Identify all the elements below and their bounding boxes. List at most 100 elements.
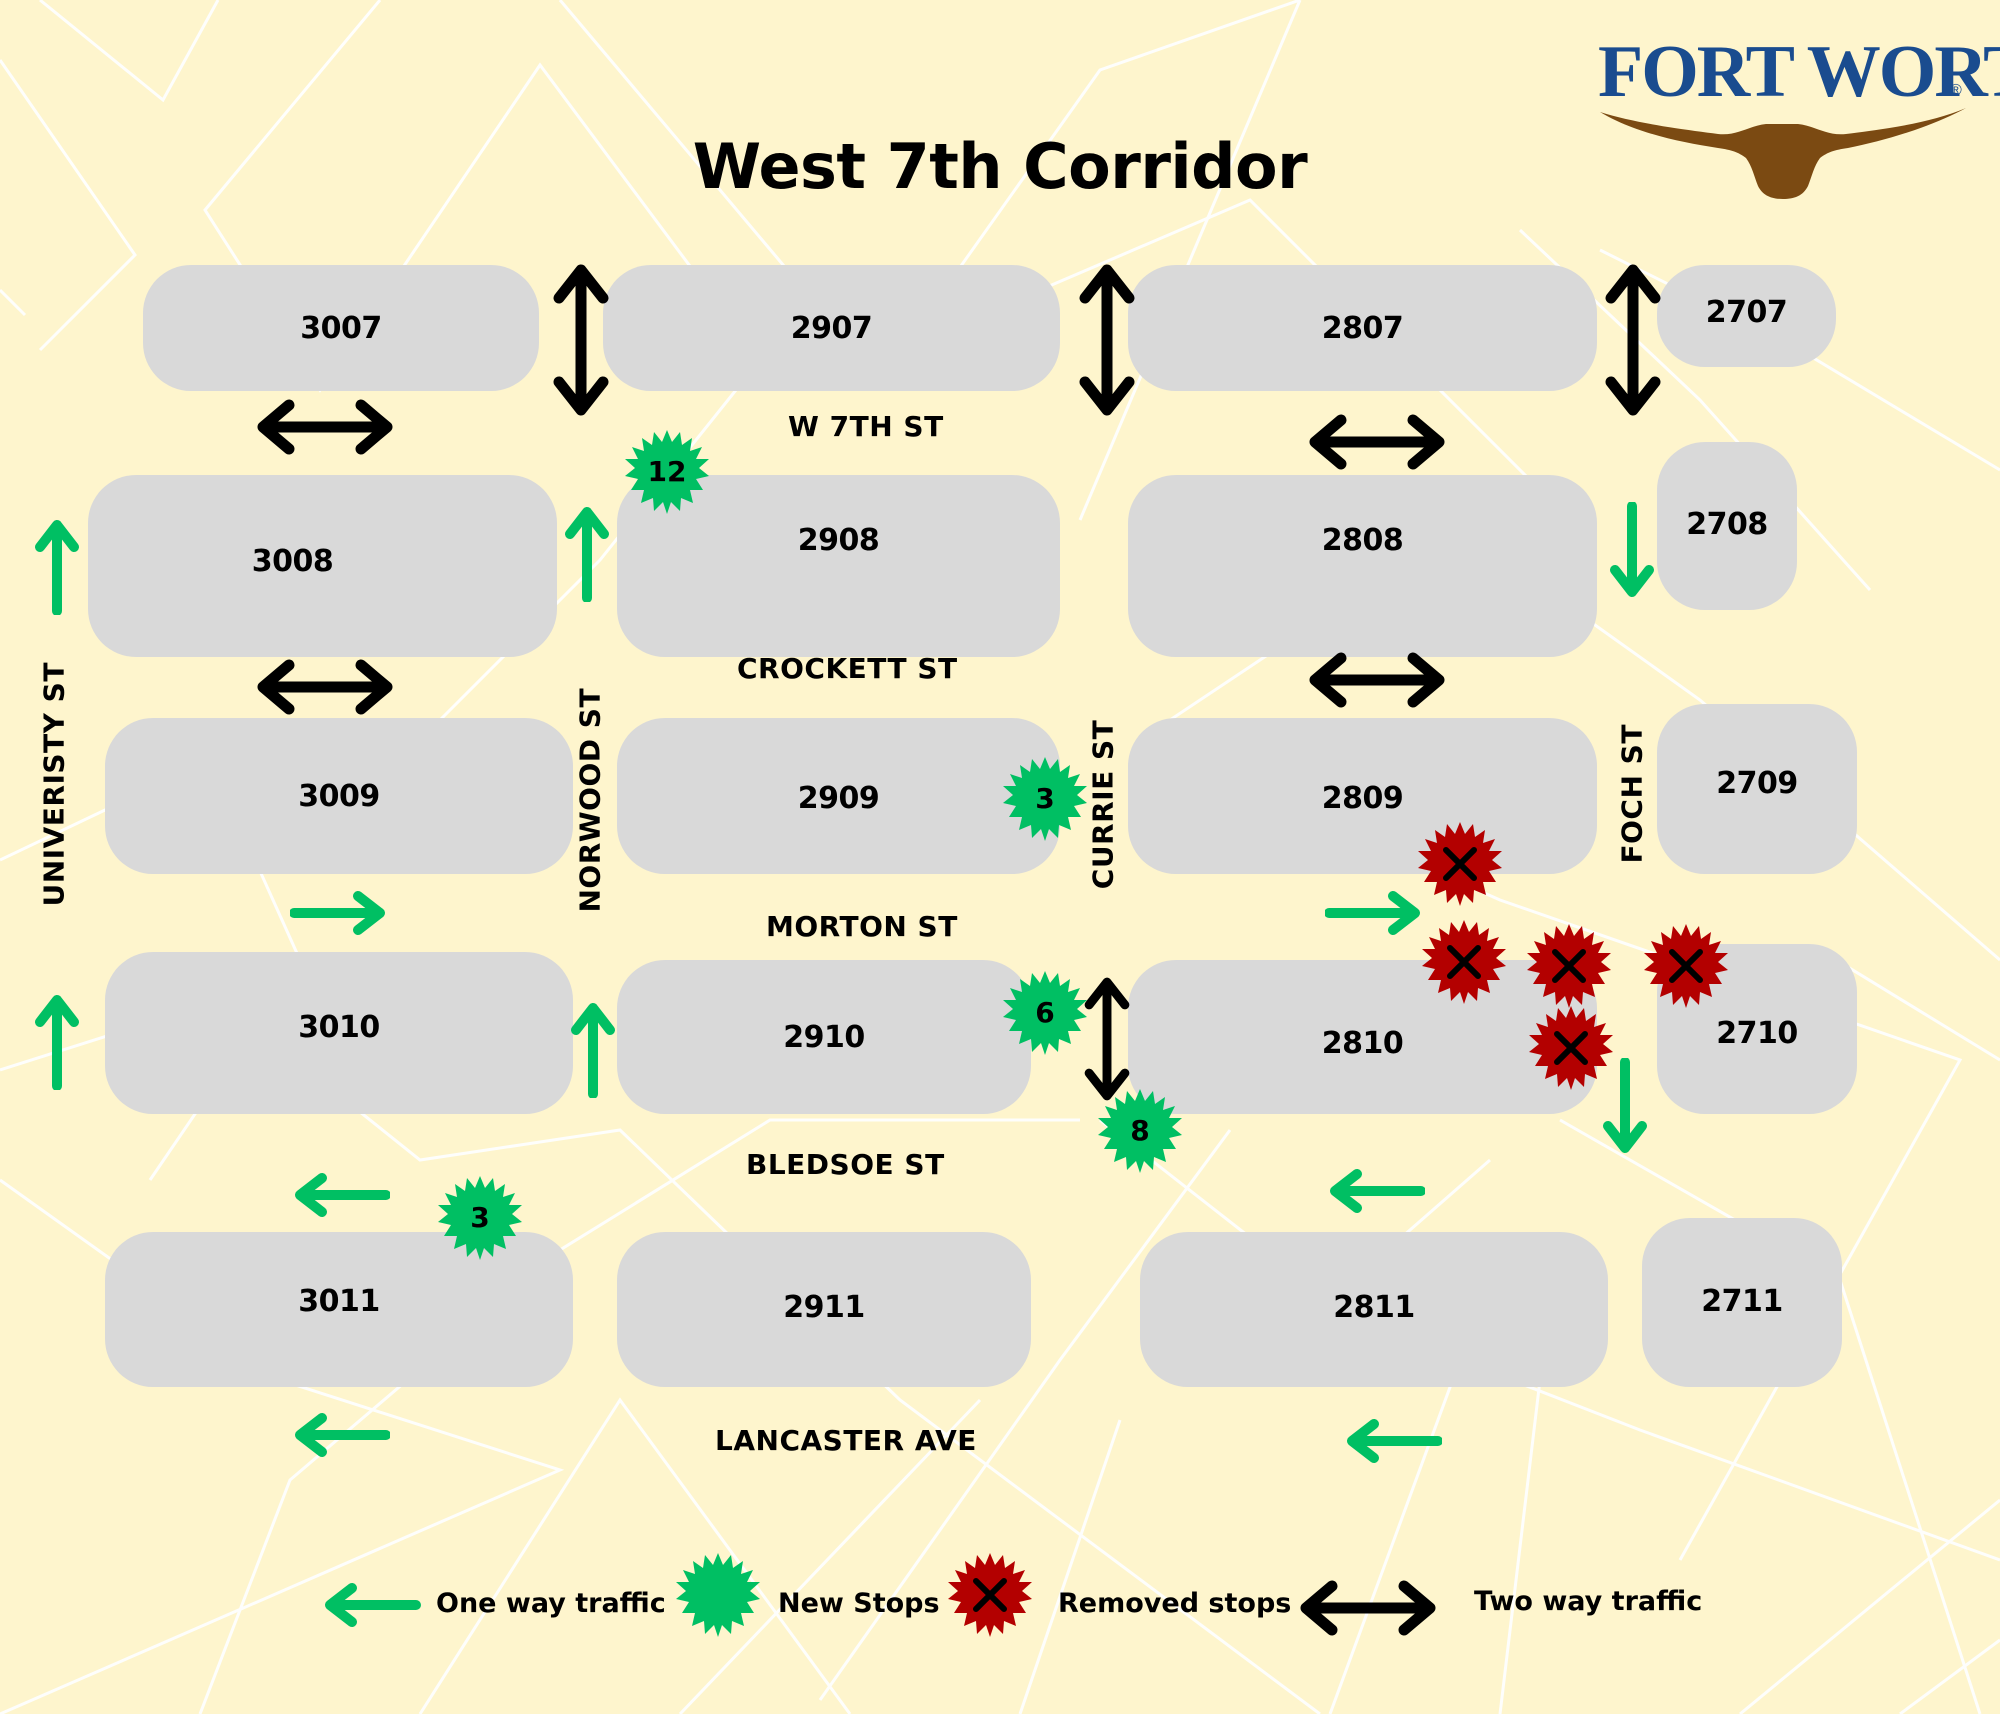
- legend-two-way-arrow-icon: [1288, 1578, 1448, 1638]
- fort-worth-logo: FORT WORTH ®: [1598, 31, 2000, 199]
- block-3008[interactable]: 3008: [88, 475, 557, 657]
- one-way-down-arrow-icon: [1607, 502, 1657, 602]
- one-way-right-arrow-icon: [290, 888, 390, 938]
- legend-one-way-label: One way traffic: [436, 1588, 666, 1619]
- new-stop-badge[interactable]: 3: [1003, 757, 1087, 841]
- block-label: 2808: [1321, 523, 1404, 558]
- block-label: 2711: [1701, 1284, 1783, 1319]
- block-2911[interactable]: 2911: [617, 1232, 1031, 1387]
- two-way-arrow-icon: [245, 397, 405, 457]
- block-label: 2910: [783, 1019, 865, 1055]
- legend-one-way-arrow-icon: [318, 1580, 422, 1630]
- block-2708[interactable]: 2708: [1657, 442, 1797, 610]
- removed-stop-icon: [1422, 920, 1506, 1004]
- removed-stop-badge[interactable]: [1418, 822, 1502, 906]
- street-label-lancaster-ave: LANCASTER AVE: [715, 1424, 977, 1457]
- block-label: 2709: [1716, 766, 1798, 801]
- two-way-arrow-icon: [245, 657, 405, 717]
- block-2811[interactable]: 2811: [1140, 1232, 1608, 1387]
- removed-stop-badge[interactable]: [1422, 920, 1506, 1004]
- street-label-crockett-st: CROCKETT ST: [737, 652, 958, 685]
- two-way-arrow-icon: [1077, 260, 1137, 420]
- block-3011[interactable]: 3011: [105, 1232, 573, 1387]
- block-label: 2810: [1321, 1025, 1404, 1061]
- block-3010[interactable]: 3010: [105, 952, 573, 1114]
- logo-wordmark: FORT WORTH: [1598, 31, 2000, 113]
- one-way-up-arrow-icon: [32, 990, 82, 1090]
- new-stop-count: 3: [470, 1201, 490, 1234]
- removed-stop-icon: [1644, 924, 1728, 1008]
- new-stop-count: 6: [1035, 996, 1055, 1029]
- block-label: 2708: [1686, 507, 1768, 542]
- removed-stop-badge[interactable]: [1644, 924, 1728, 1008]
- block-3009[interactable]: 3009: [105, 718, 573, 874]
- block-3007[interactable]: 3007: [143, 265, 539, 391]
- block-label: 2707: [1705, 295, 1788, 330]
- legend-removed-stop-icon: [948, 1553, 1032, 1637]
- legend-removed-stops-label: Removed stops: [1058, 1588, 1292, 1619]
- removed-stop-badge[interactable]: [1527, 924, 1611, 1008]
- street-label-foch-st: FOCH ST: [1615, 724, 1649, 864]
- removed-stop-icon: [1527, 924, 1611, 1008]
- block-2909[interactable]: 2909: [617, 718, 1060, 874]
- block-label: 2809: [1321, 780, 1404, 816]
- two-way-arrow-icon: [1603, 260, 1663, 420]
- block-label: 2807: [1321, 310, 1404, 346]
- one-way-up-arrow-icon: [32, 515, 82, 615]
- block-label: 3007: [300, 310, 382, 346]
- one-way-left-arrow-icon: [290, 1170, 390, 1220]
- two-way-arrow-icon: [1297, 650, 1457, 710]
- new-stop-count: 3: [1035, 782, 1055, 815]
- block-label: 3010: [298, 1010, 380, 1045]
- street-label-currie-st: CURRIE ST: [1086, 719, 1120, 890]
- removed-stop-icon: [1418, 822, 1502, 906]
- block-2908[interactable]: 2908: [617, 475, 1060, 657]
- new-stop-count: 8: [1130, 1114, 1150, 1147]
- new-stop-badge[interactable]: 8: [1098, 1089, 1182, 1173]
- block-label: 2811: [1333, 1290, 1415, 1325]
- legend-new-stops-label: New Stops: [778, 1588, 940, 1619]
- new-stop-badge[interactable]: 3: [438, 1176, 522, 1260]
- block-label: 2909: [797, 780, 880, 816]
- one-way-left-arrow-icon: [1325, 1166, 1425, 1216]
- block-label: 3011: [298, 1284, 380, 1319]
- two-way-arrow-icon: [551, 260, 611, 420]
- block-label: 2911: [783, 1290, 865, 1325]
- one-way-up-arrow-icon: [562, 502, 612, 602]
- block-2709[interactable]: 2709: [1657, 704, 1857, 874]
- block-label: 3008: [251, 543, 334, 579]
- legend-new-stop-icon: [676, 1553, 760, 1637]
- block-2907[interactable]: 2907: [603, 265, 1060, 391]
- block-label: 3009: [298, 778, 380, 814]
- block-2808[interactable]: 2808: [1128, 475, 1597, 657]
- new-stop-badge[interactable]: 6: [1003, 971, 1087, 1055]
- block-label: 2710: [1716, 1016, 1798, 1051]
- street-label-morton-st: MORTON ST: [766, 910, 958, 943]
- legend-two-way-label: Two way traffic: [1474, 1586, 1703, 1617]
- block-label: 2907: [790, 310, 873, 346]
- removed-stop-icon: [1529, 1006, 1613, 1090]
- removed-stop-badge[interactable]: [1529, 1006, 1613, 1090]
- one-way-up-arrow-icon: [568, 998, 618, 1098]
- block-2810[interactable]: 2810: [1128, 960, 1597, 1114]
- one-way-right-arrow-icon: [1325, 888, 1425, 938]
- street-label-norwood-st: NORWOOD ST: [573, 687, 607, 913]
- registered-mark: ®: [1950, 82, 1962, 99]
- block-2707[interactable]: 2707: [1657, 265, 1836, 367]
- block-2809[interactable]: 2809: [1128, 718, 1597, 874]
- new-stop-badge[interactable]: 12: [625, 430, 709, 514]
- street-label-bledsoe-st: BLEDSOE ST: [746, 1148, 945, 1181]
- longhorn-icon: [1600, 108, 1966, 199]
- street-label-w-7th-st: W 7TH ST: [788, 410, 944, 443]
- block-label: 2908: [797, 523, 880, 558]
- street-label-univeristy-st: UNIVERISTY ST: [37, 662, 71, 907]
- block-2910[interactable]: 2910: [617, 960, 1031, 1114]
- one-way-left-arrow-icon: [290, 1410, 390, 1460]
- block-2711[interactable]: 2711: [1642, 1218, 1842, 1387]
- new-stop-count: 12: [647, 455, 687, 488]
- page-title: West 7th Corridor: [692, 130, 1308, 203]
- block-2807[interactable]: 2807: [1128, 265, 1597, 391]
- two-way-arrow-icon: [1297, 412, 1457, 472]
- one-way-left-arrow-icon: [1342, 1416, 1442, 1466]
- two-way-arrow-icon: [1079, 974, 1135, 1104]
